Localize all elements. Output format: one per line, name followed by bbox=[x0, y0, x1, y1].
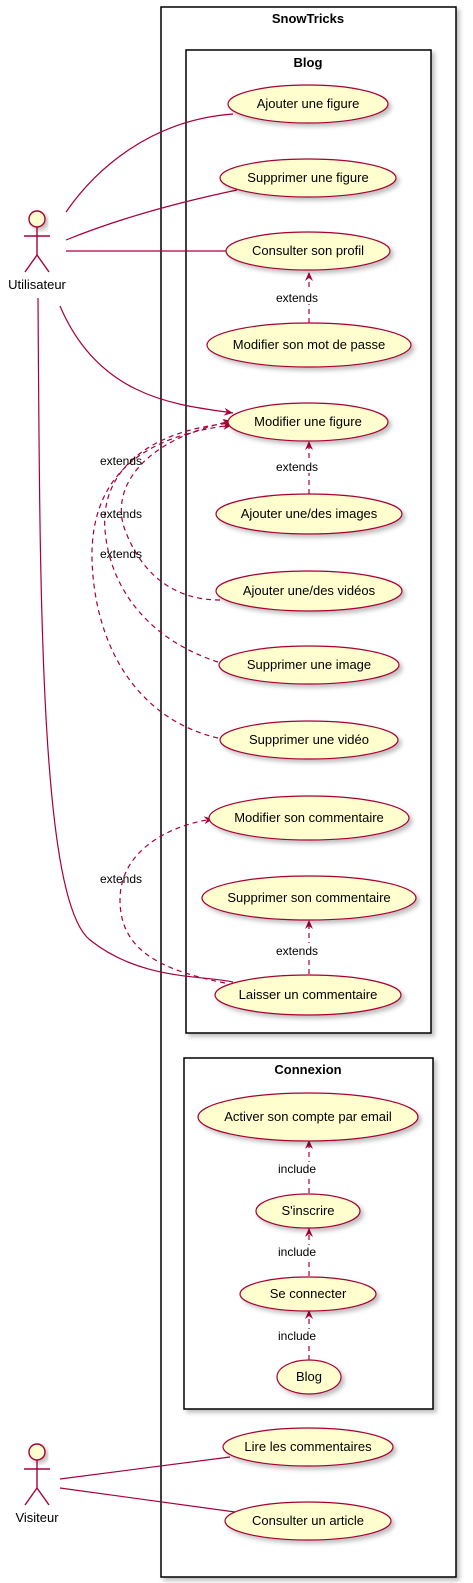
assoc-ajouter-figure bbox=[65, 113, 234, 213]
package-blog: Blog bbox=[185, 49, 432, 1034]
stick-figure-icon bbox=[24, 210, 50, 273]
svg-text:Ajouter une figure: Ajouter une figure bbox=[257, 96, 360, 111]
dependencies bbox=[91, 272, 313, 1360]
usecase-ajouter-videos[interactable]: Ajouter une/des vidéos bbox=[215, 570, 403, 612]
assoc-laisser-commentaire bbox=[37, 297, 234, 983]
usecase-consulter-profil[interactable]: Consulter son profil bbox=[225, 231, 391, 271]
usecase-laisser-commentaire[interactable]: Laisser un commentaire bbox=[214, 974, 402, 1016]
assoc-consulter-article bbox=[59, 1487, 236, 1513]
svg-text:Modifier une figure: Modifier une figure bbox=[254, 414, 362, 429]
label-include-inscrire: include bbox=[278, 1162, 316, 1176]
label-extends-videos: extends bbox=[100, 454, 142, 468]
usecase-consulter-article[interactable]: Consulter un article bbox=[224, 1501, 392, 1541]
usecase-activer-compte[interactable]: Activer son compte par email bbox=[197, 1092, 419, 1142]
usecase-supprimer-image[interactable]: Supprimer une image bbox=[218, 645, 400, 685]
usecase-modifier-commentaire[interactable]: Modifier son commentaire bbox=[208, 795, 410, 841]
actor-utilisateur[interactable]: Utilisateur bbox=[8, 210, 67, 292]
usecase-lire-commentaires[interactable]: Lire les commentaires bbox=[222, 1427, 394, 1467]
svg-text:Se connecter: Se connecter bbox=[270, 1286, 347, 1301]
stick-figure-icon bbox=[24, 1443, 50, 1506]
svg-text:Activer son compte par email: Activer son compte par email bbox=[224, 1109, 392, 1124]
package-blog-title: Blog bbox=[294, 55, 323, 70]
svg-text:Blog: Blog bbox=[296, 1369, 322, 1384]
usecase-supprimer-video[interactable]: Supprimer une vidéo bbox=[219, 720, 399, 760]
svg-text:Modifier son mot de passe: Modifier son mot de passe bbox=[233, 337, 385, 352]
svg-text:Supprimer son commentaire: Supprimer son commentaire bbox=[227, 890, 390, 905]
svg-text:Supprimer une image: Supprimer une image bbox=[247, 657, 371, 672]
svg-text:Supprimer une figure: Supprimer une figure bbox=[247, 170, 368, 185]
usecase-supprimer-figure[interactable]: Supprimer une figure bbox=[219, 158, 397, 198]
svg-text:Ajouter une/des vidéos: Ajouter une/des vidéos bbox=[243, 583, 376, 598]
relation-labels: extends extends extends extends extends … bbox=[100, 290, 325, 1343]
usecase-modifier-figure[interactable]: Modifier une figure bbox=[227, 402, 389, 442]
extend-supvideo-figure bbox=[91, 422, 233, 739]
label-extends-supvideo: extends bbox=[100, 547, 142, 561]
usecase-blog[interactable]: Blog bbox=[276, 1359, 342, 1395]
assoc-lire-commentaires bbox=[59, 1456, 231, 1480]
extend-videos-figure bbox=[120, 418, 233, 601]
actor-visiteur[interactable]: Visiteur bbox=[15, 1443, 59, 1525]
svg-text:Consulter son profil: Consulter son profil bbox=[252, 243, 364, 258]
label-extends-laisser-supprimer: extends bbox=[276, 944, 318, 958]
label-include-blog: include bbox=[278, 1329, 316, 1343]
usecase-inscrire[interactable]: S'inscrire bbox=[255, 1193, 361, 1229]
svg-text:Laisser un commentaire: Laisser un commentaire bbox=[239, 987, 378, 1002]
package-connexion-title: Connexion bbox=[274, 1062, 341, 1077]
usecase-supprimer-commentaire[interactable]: Supprimer son commentaire bbox=[201, 875, 417, 921]
label-extends-mdp: extends bbox=[276, 291, 318, 305]
extend-laisser-modifier bbox=[119, 816, 226, 984]
label-extends-laisser-modifier: extends bbox=[100, 872, 142, 886]
assoc-modifier-figure[interactable] bbox=[59, 305, 234, 416]
svg-text:Modifier son commentaire: Modifier son commentaire bbox=[234, 810, 384, 825]
extend-supimage-figure bbox=[104, 419, 233, 663]
svg-text:Ajouter une/des images: Ajouter une/des images bbox=[241, 506, 378, 521]
actor-utilisateur-label: Utilisateur bbox=[8, 277, 66, 292]
usecase-connecter[interactable]: Se connecter bbox=[239, 1276, 377, 1312]
svg-text:Consulter un article: Consulter un article bbox=[252, 1513, 364, 1528]
label-extends-images: extends bbox=[276, 460, 318, 474]
svg-text:S'inscrire: S'inscrire bbox=[281, 1203, 334, 1218]
actor-visiteur-label: Visiteur bbox=[15, 1510, 59, 1525]
associations bbox=[37, 113, 238, 1513]
usecase-ajouter-figure[interactable]: Ajouter une figure bbox=[227, 84, 389, 124]
label-extends-supimage: extends bbox=[100, 507, 142, 521]
svg-text:Supprimer une vidéo: Supprimer une vidéo bbox=[249, 732, 369, 747]
assoc-supprimer-figure bbox=[65, 189, 238, 241]
usecase-modifier-mdp[interactable]: Modifier son mot de passe bbox=[206, 322, 412, 368]
label-include-connecter: include bbox=[278, 1245, 316, 1259]
use-cases: Ajouter une figure Supprimer une figure … bbox=[197, 84, 419, 1541]
svg-text:Lire les commentaires: Lire les commentaires bbox=[244, 1439, 372, 1454]
system-title: SnowTricks bbox=[272, 11, 344, 26]
usecase-ajouter-images[interactable]: Ajouter une/des images bbox=[215, 493, 403, 535]
